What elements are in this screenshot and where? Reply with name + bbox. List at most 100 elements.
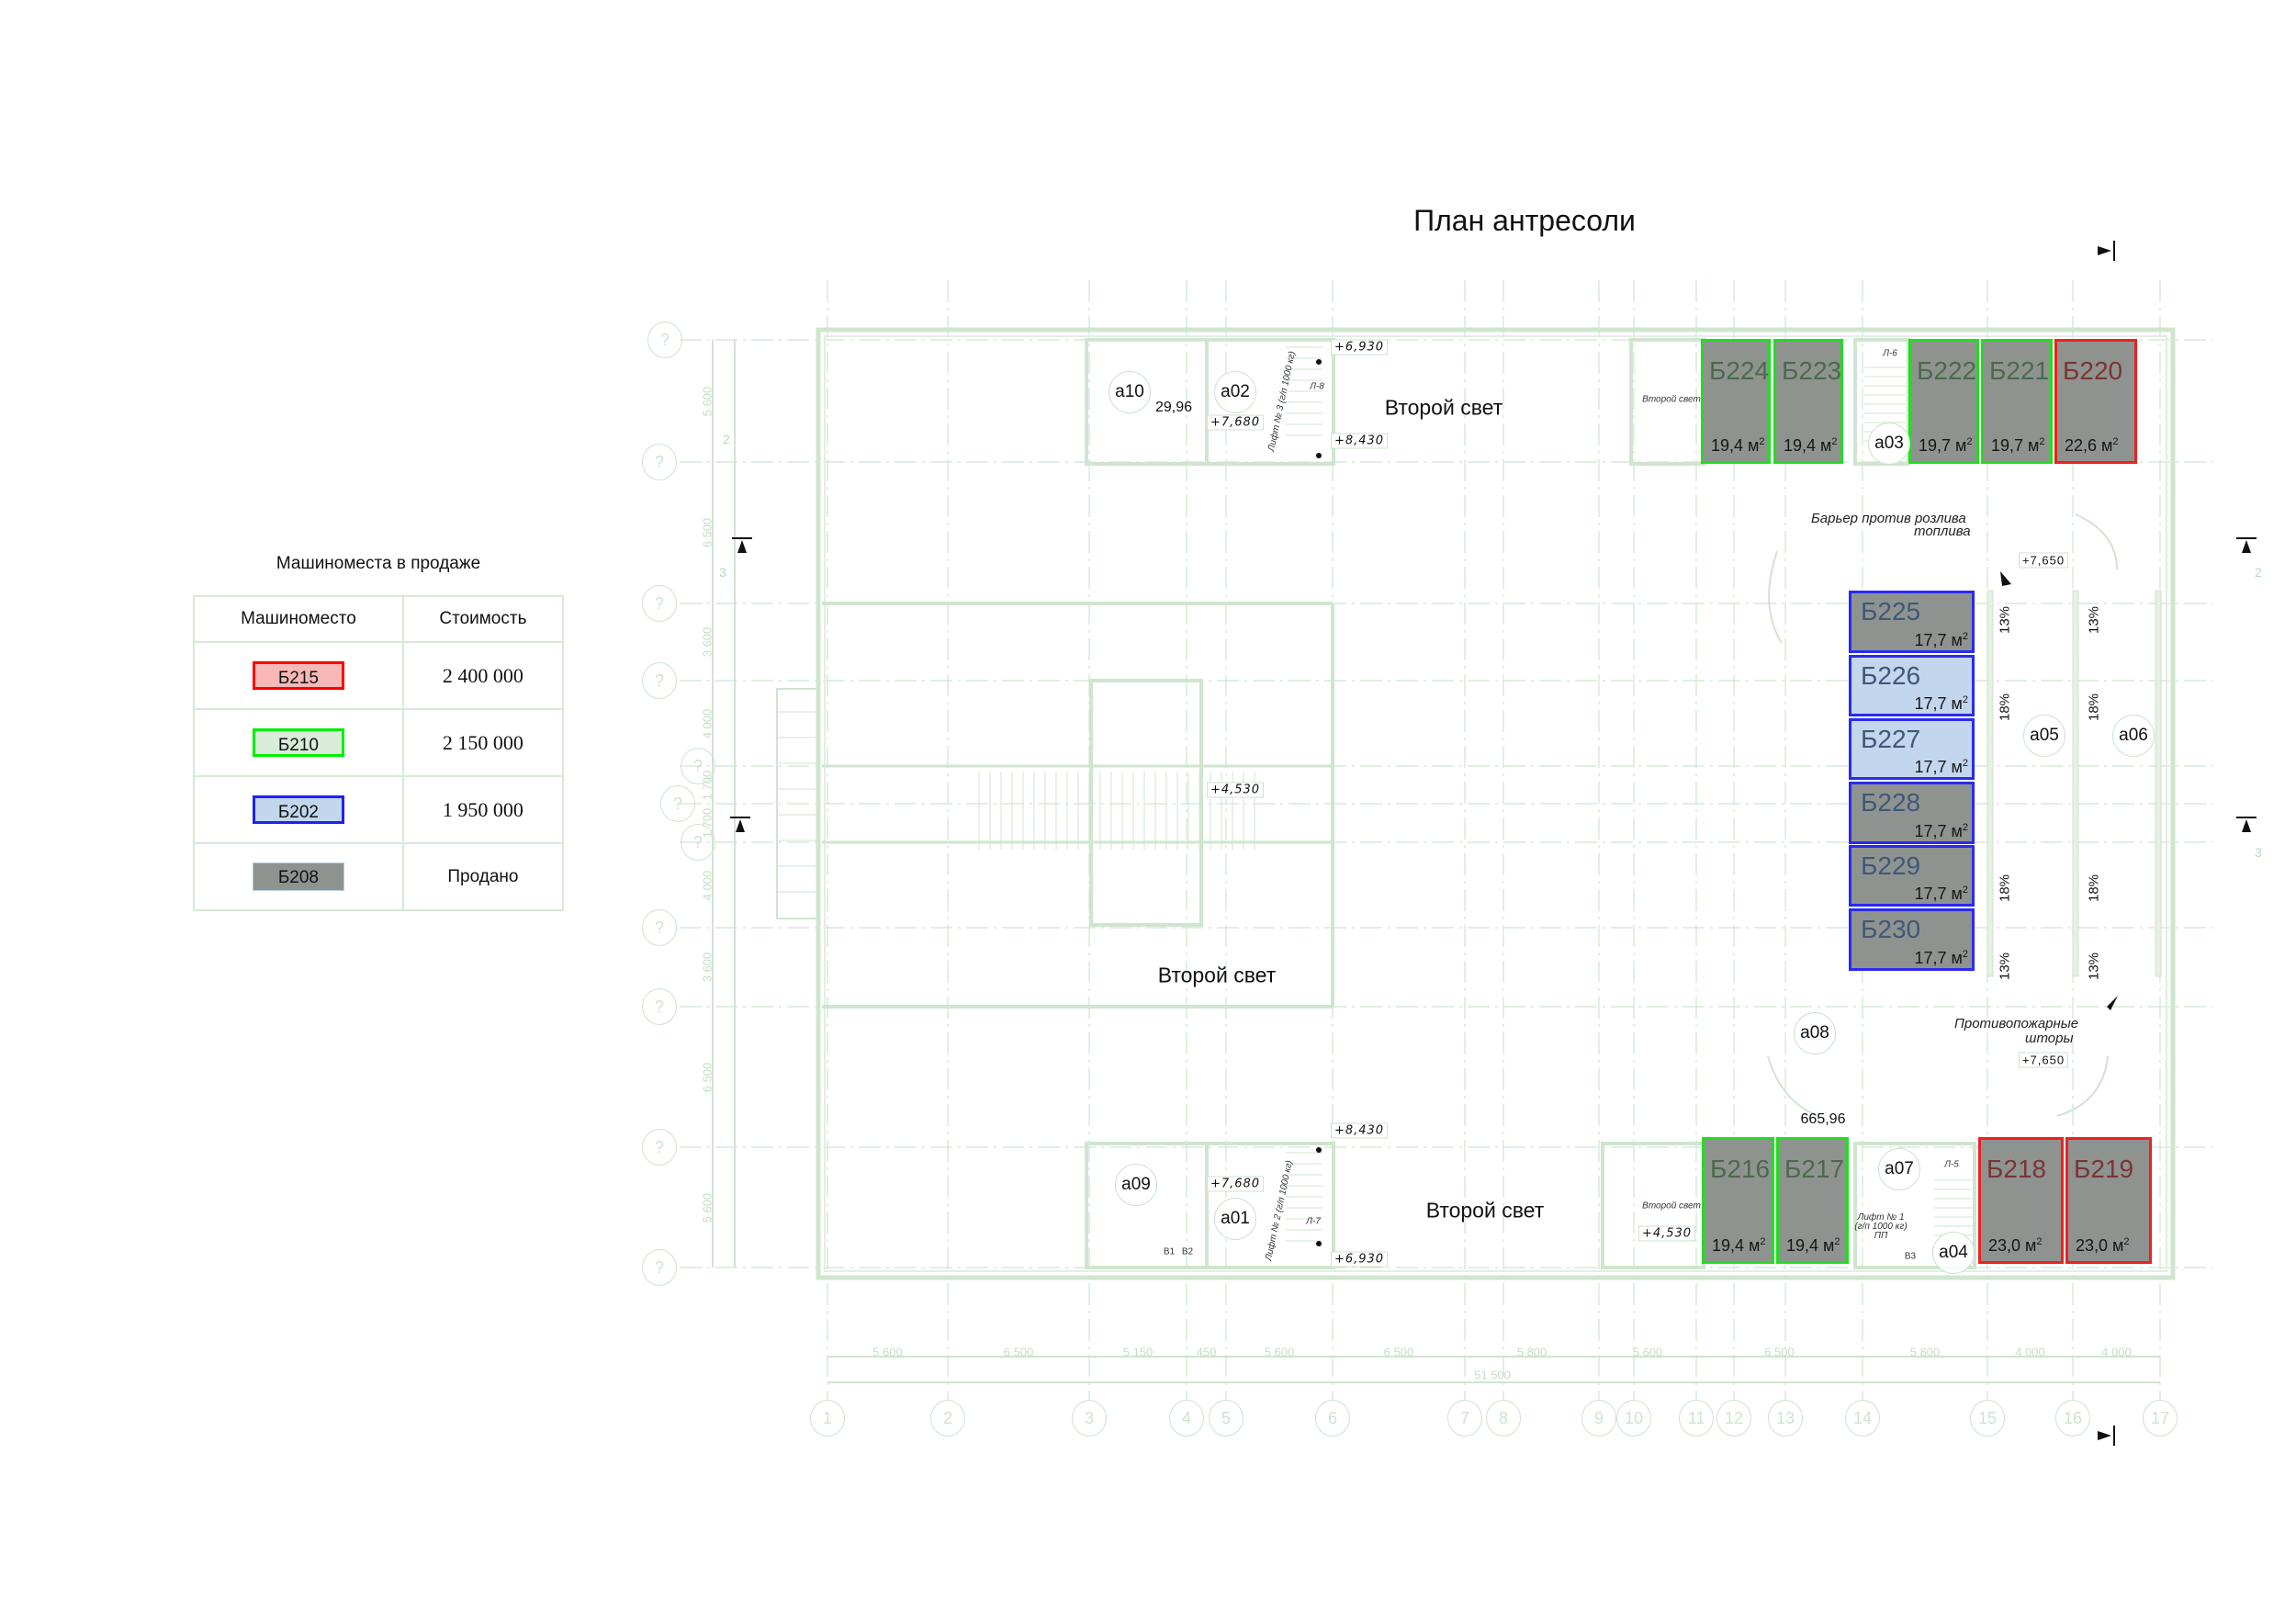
parking-spot-number: Б224 bbox=[1709, 356, 1770, 385]
dimension-label: 5 600 bbox=[1264, 1345, 1295, 1359]
area-unit-exponent: 2 bbox=[2036, 1236, 2043, 1247]
area-unit-exponent: 2 bbox=[1962, 631, 1968, 642]
grid-axis-bubble: 13 bbox=[1768, 1400, 1803, 1437]
room-a03[interactable]: а03 bbox=[1868, 423, 1910, 465]
grid-axis-bubble: 14 bbox=[1845, 1400, 1880, 1437]
area-value: 19,7 м bbox=[1991, 436, 2040, 455]
dimension-label: 6 500 bbox=[1764, 1345, 1795, 1359]
room-a08[interactable]: а08 bbox=[1794, 1012, 1836, 1054]
level-mark: +8,430 bbox=[1330, 1122, 1389, 1139]
second-light-small: Второй свет bbox=[1642, 1200, 1701, 1212]
level-mark: +8,430 bbox=[1330, 433, 1389, 449]
grid-axis-bubble: ? bbox=[647, 321, 682, 358]
grid-axis-bubble: 8 bbox=[1486, 1400, 1521, 1437]
room-a05[interactable]: а05 bbox=[2023, 715, 2065, 757]
room-wall bbox=[1205, 1142, 1335, 1269]
parking-spot-number: Б229 bbox=[1861, 851, 1921, 880]
second-light-label: Второй свет bbox=[1384, 395, 1503, 420]
area-value: 17,7 м bbox=[1914, 822, 1963, 840]
grid-axis-bubble: 12 bbox=[1716, 1400, 1751, 1437]
dimension-label: 1 700 bbox=[700, 807, 715, 839]
room-a06[interactable]: а06 bbox=[2112, 715, 2155, 757]
grid-axis-bubble: ? bbox=[681, 748, 715, 784]
section-mark-label: 2 bbox=[2255, 565, 2262, 580]
dimension-label: 6 500 bbox=[700, 1062, 715, 1092]
area-unit-exponent: 2 bbox=[1962, 822, 1968, 833]
area-value: 23,0 м bbox=[1988, 1236, 2037, 1255]
level-mark: +4,530 bbox=[1206, 782, 1265, 798]
parking-spot-area: 19,7 м2 bbox=[1919, 436, 1973, 456]
section-mark-icon bbox=[2098, 246, 2111, 255]
grid-axis-bubble: ? bbox=[642, 1249, 677, 1286]
area-unit-exponent: 2 bbox=[1962, 758, 1968, 769]
parking-spot-Б227[interactable]: Б227 17,7 м2 bbox=[1849, 718, 1975, 780]
level-mark: +7,680 bbox=[1206, 414, 1265, 431]
ramp-wall bbox=[1986, 590, 1994, 977]
dimension-label: 5 600 bbox=[1632, 1345, 1663, 1359]
legend-row: Б208 Продано bbox=[193, 842, 565, 911]
grid-axis-bubble: ? bbox=[642, 1129, 677, 1166]
parking-spot-area: 17,7 м2 bbox=[1914, 822, 1968, 841]
level-mark: +6,930 bbox=[1330, 339, 1389, 355]
area-value: 22,6 м bbox=[2065, 436, 2113, 455]
grid-axis-bubble: ? bbox=[642, 444, 677, 480]
grid-axis-bubble: 4 bbox=[1169, 1400, 1204, 1437]
legend-table: Машиноместо Стоимость Б215 2 400 000 Б21… bbox=[193, 595, 565, 911]
parking-spot-number: Б221 bbox=[1989, 356, 2050, 385]
parking-spot-number: Б220 bbox=[2063, 356, 2123, 385]
room-a09[interactable]: а09 bbox=[1115, 1164, 1157, 1206]
parking-spot-number: Б230 bbox=[1861, 915, 1921, 943]
section-mark-icon bbox=[2242, 540, 2251, 553]
section-mark-icon bbox=[737, 540, 747, 553]
area-unit-exponent: 2 bbox=[1962, 949, 1968, 960]
level-mark: +7,680 bbox=[1206, 1176, 1265, 1192]
parking-spot-number: Б227 bbox=[1861, 725, 1921, 753]
area-value: 19,4 м bbox=[1712, 1236, 1761, 1255]
parking-spot-area: 17,7 м2 bbox=[1914, 758, 1968, 777]
room-a10[interactable]: а10 bbox=[1109, 371, 1151, 413]
ramp-slope: 18% bbox=[1997, 693, 2013, 722]
grid-axis-bubble: 10 bbox=[1616, 1400, 1651, 1437]
room-a01[interactable]: а01 bbox=[1214, 1198, 1256, 1240]
level-point bbox=[1316, 453, 1322, 458]
grid-axis-bubble: ? bbox=[642, 585, 677, 622]
legend-swatch-red: Б215 bbox=[252, 661, 344, 690]
parking-spot-area: 19,4 м2 bbox=[1786, 1236, 1840, 1256]
parking-spot-area: 19,7 м2 bbox=[1991, 436, 2045, 456]
room-a02[interactable]: а02 bbox=[1214, 371, 1256, 413]
barrier-note: топлива bbox=[1914, 524, 1971, 539]
level-point bbox=[1316, 359, 1322, 365]
section-mark-label: 2 bbox=[723, 432, 730, 446]
area-value: 17,7 м bbox=[1914, 885, 1963, 903]
legend-swatch-blue: Б202 bbox=[252, 795, 344, 824]
section-mark-icon bbox=[2098, 1431, 2111, 1440]
dimension-label: 5 600 bbox=[700, 1192, 715, 1223]
parking-spot-Б221[interactable]: Б221 19,7 м2 bbox=[1981, 339, 2053, 464]
stair-label: Л-7 bbox=[1306, 1216, 1321, 1227]
grid-axis-bubble: 7 bbox=[1447, 1400, 1482, 1437]
ramp-slope: 13% bbox=[2086, 605, 2102, 635]
stair-label: Л-5 bbox=[1944, 1159, 1959, 1170]
room-a07[interactable]: а07 bbox=[1878, 1148, 1920, 1190]
parking-spot-number: Б223 bbox=[1782, 356, 1842, 385]
box-label: В3 bbox=[1904, 1251, 1917, 1262]
parking-spot-number: Б219 bbox=[2074, 1155, 2134, 1183]
ramp-slope: 13% bbox=[1997, 605, 2013, 635]
grid-axis-bubble: ? bbox=[642, 662, 677, 699]
parking-spot-area: 23,0 м2 bbox=[1988, 1236, 2043, 1256]
room-a04[interactable]: а04 bbox=[1932, 1232, 1975, 1274]
area-unit-exponent: 2 bbox=[1760, 1236, 1766, 1247]
